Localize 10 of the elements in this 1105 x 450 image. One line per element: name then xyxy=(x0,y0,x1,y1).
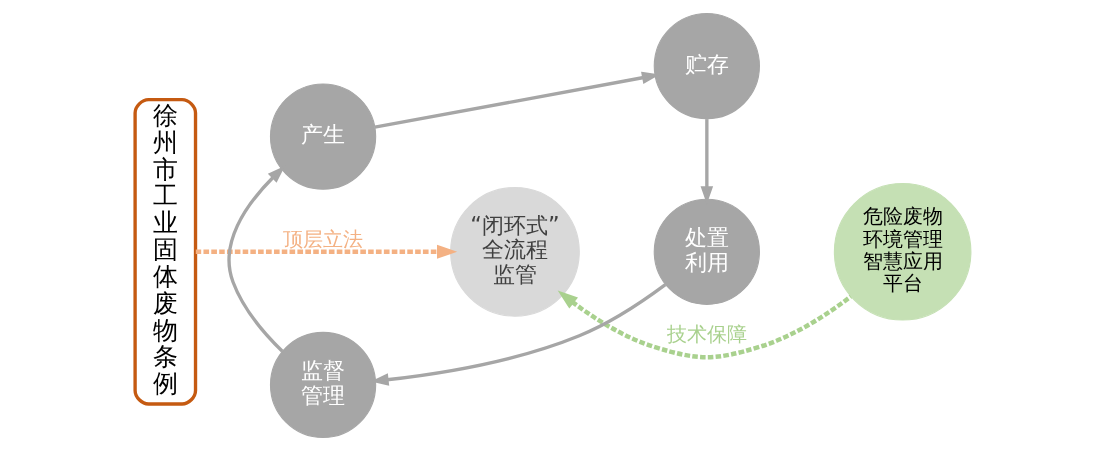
node-circle: 贮存 xyxy=(653,12,760,119)
arrow xyxy=(557,290,852,359)
arrow xyxy=(226,165,285,352)
node-box: 徐州市工业固体废物条例 xyxy=(132,97,197,406)
node-circle: 处置利用 xyxy=(653,198,760,305)
node-circle: 危险废物环境管理智慧应用平台 xyxy=(833,182,971,321)
edge-label: 技术保障 xyxy=(666,321,747,346)
arrow xyxy=(195,244,457,259)
node-circle: 监督管理 xyxy=(269,331,376,438)
edge-label: 顶层立法 xyxy=(282,226,363,251)
